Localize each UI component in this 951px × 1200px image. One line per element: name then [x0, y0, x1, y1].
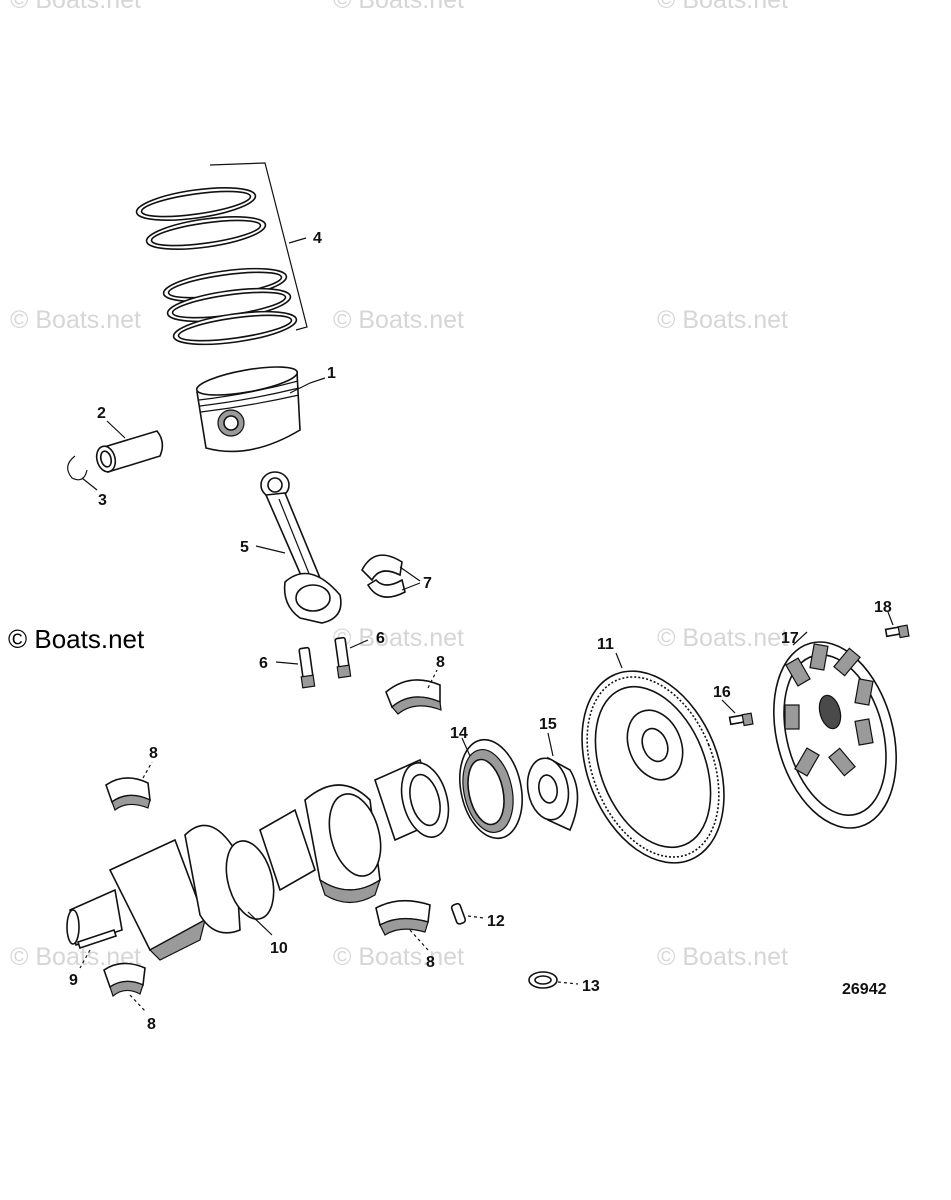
piston	[195, 366, 326, 453]
diagram-id: 26942	[842, 981, 887, 998]
main-bearing-lower-left	[103, 962, 147, 1013]
callout-15: 15	[539, 716, 557, 733]
callout-11: 11	[597, 636, 614, 653]
callout-6-left: 6	[259, 655, 268, 672]
watermark-mid-right: © Boats.net	[657, 306, 788, 334]
washer	[528, 971, 579, 989]
callout-8-upper-right: 8	[436, 654, 445, 671]
main-bearing-left	[105, 761, 153, 811]
dowel-pin	[450, 902, 485, 925]
watermark-bottom-right: © Boats.net	[657, 943, 788, 971]
watermark-top-left: © Boats.net	[10, 0, 141, 14]
piston-pin	[95, 420, 164, 474]
watermark-main: © Boats.net	[8, 624, 145, 654]
connecting-rod	[255, 471, 342, 624]
crankshaft	[66, 758, 450, 961]
callout-8-center: 8	[426, 954, 435, 971]
rear-main-seal	[459, 737, 523, 840]
piston-rings	[135, 162, 308, 346]
callout-4: 4	[313, 230, 322, 247]
callout-6-right: 6	[376, 630, 385, 647]
watermark-mid-center: © Boats.net	[333, 306, 464, 334]
callout-5: 5	[240, 539, 249, 556]
callout-14: 14	[450, 725, 468, 742]
watermark-bottom-center: © Boats.net	[333, 943, 464, 971]
callout-16: 16	[713, 684, 731, 701]
main-bearing-center	[375, 899, 431, 951]
drive-plate	[773, 631, 897, 829]
drive-plate-screw	[884, 611, 910, 639]
rod-bearing	[361, 554, 421, 598]
callout-18: 18	[874, 599, 892, 616]
rod-bolts	[275, 636, 369, 689]
callout-8-lower-left: 8	[147, 1016, 156, 1033]
callout-17: 17	[781, 630, 799, 647]
watermark-row3-right: © Boats.net	[657, 624, 788, 652]
callout-9: 9	[69, 972, 78, 989]
callout-2: 2	[97, 405, 106, 422]
callout-8-left: 8	[149, 745, 158, 762]
watermark-top-right: © Boats.net	[657, 0, 788, 14]
main-bearing-upper-right	[385, 669, 442, 715]
flywheel	[581, 652, 725, 864]
flywheel-bolt	[721, 699, 754, 727]
callout-12: 12	[487, 913, 505, 930]
watermark-row3-center: © Boats.net	[333, 624, 464, 652]
crank-key	[76, 928, 118, 969]
watermark-top-center: © Boats.net	[333, 0, 464, 14]
retaining-ring	[67, 455, 98, 491]
callout-1: 1	[327, 365, 336, 382]
callout-13: 13	[582, 978, 600, 995]
spacer	[526, 732, 579, 832]
callout-3: 3	[98, 492, 107, 509]
watermark-mid-left: © Boats.net	[10, 306, 141, 334]
callout-10: 10	[270, 940, 288, 957]
callout-7: 7	[423, 575, 432, 592]
